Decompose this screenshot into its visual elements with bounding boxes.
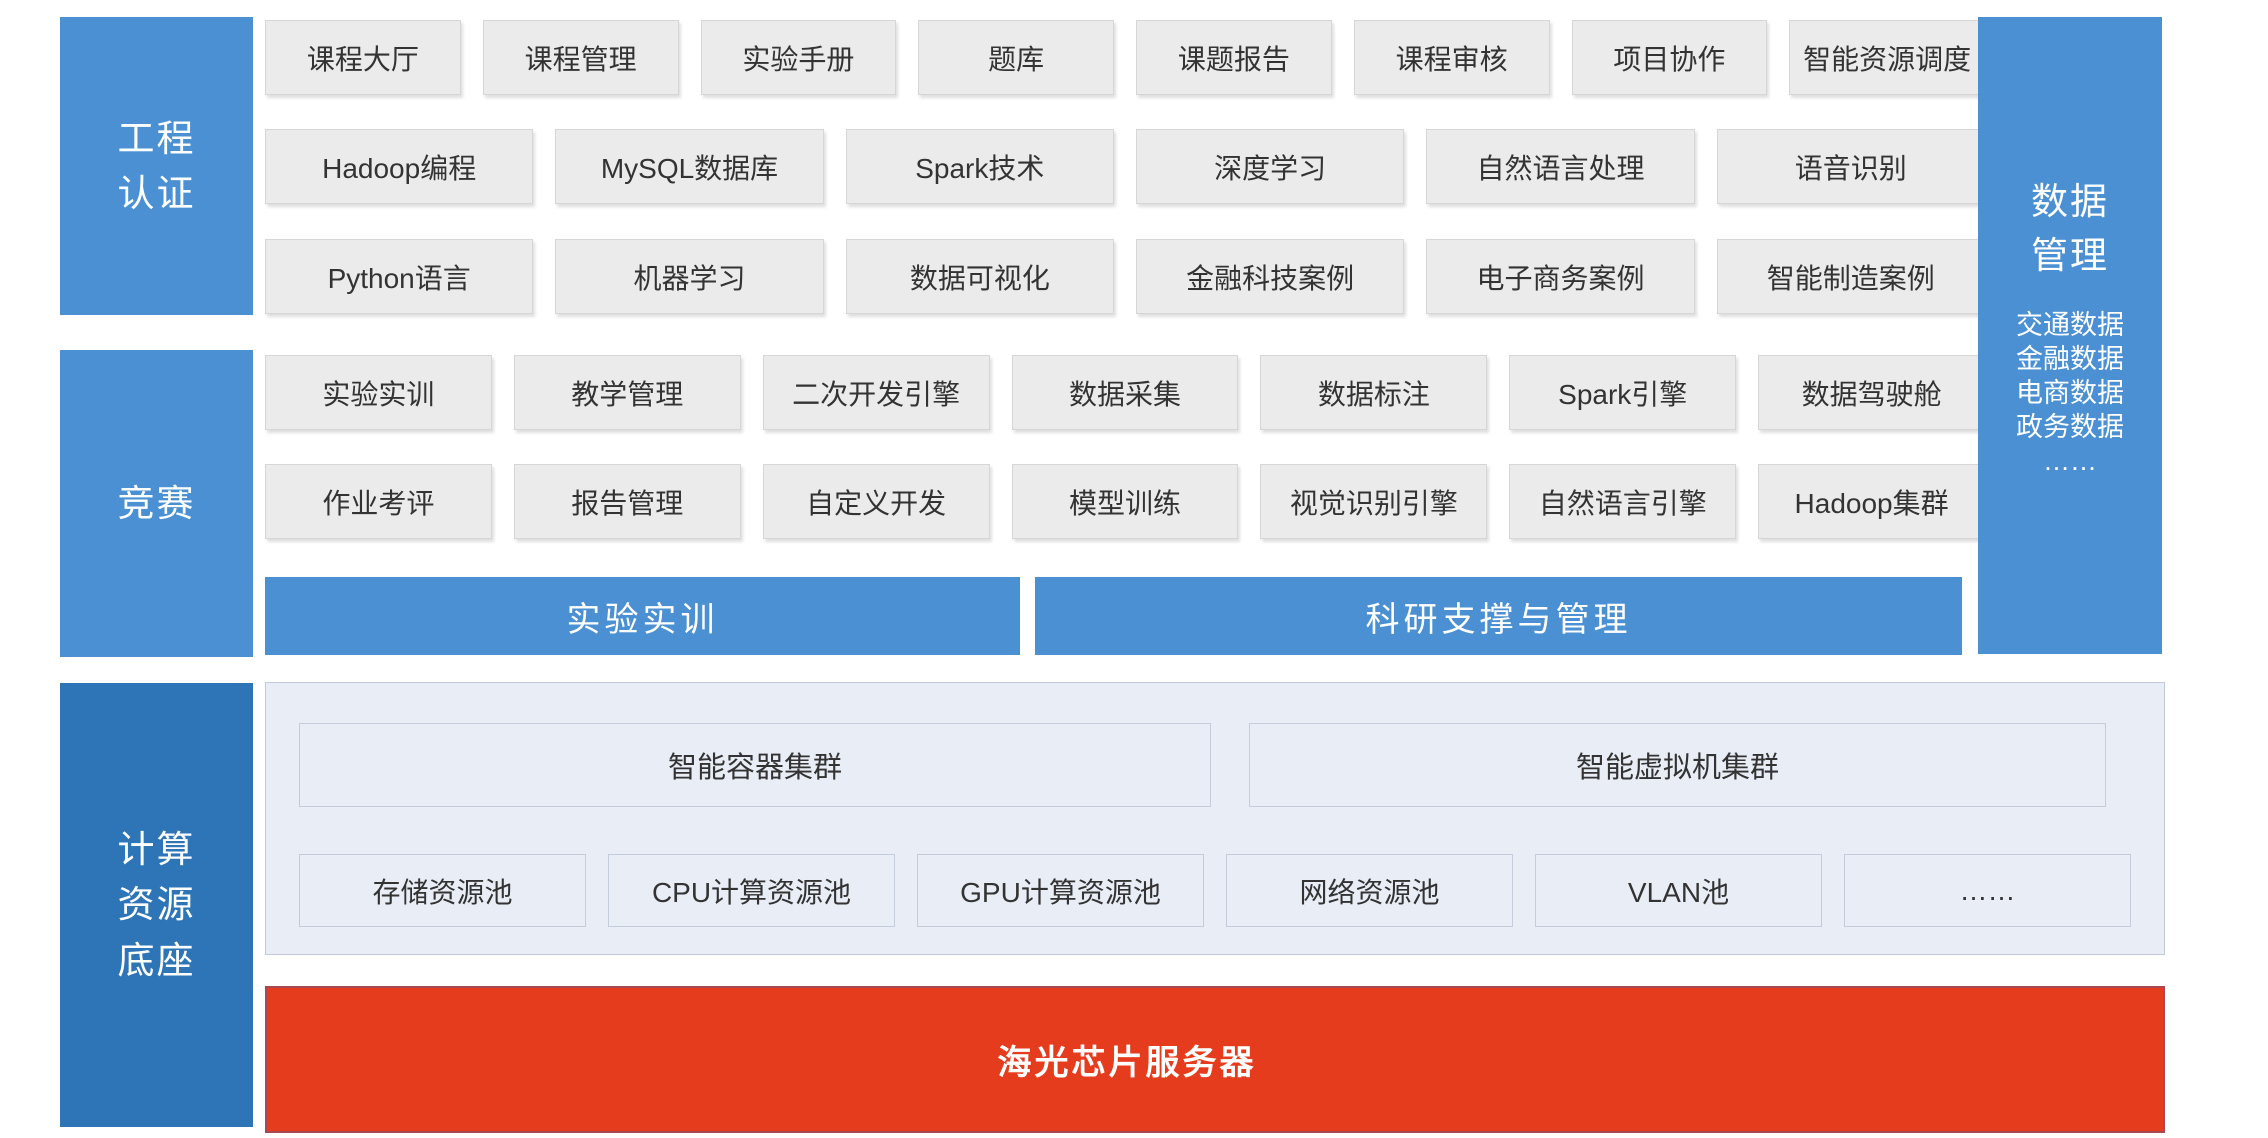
competition-row-1: 实验实训教学管理二次开发引擎数据采集数据标注 Spark引擎数据驾驶舱 <box>265 355 1986 430</box>
compute-resource-panel: 智能容器集群 智能虚拟机集群 存储资源池 CPU计算资源池 GPU计算资源池网络资源… <box>265 682 2165 955</box>
bar-research-support: 科研支撑与管理 <box>1035 577 1962 655</box>
module-box: 题库 <box>918 20 1114 95</box>
resource-pool-box: VLAN池 <box>1535 854 1822 927</box>
resource-pool-box: GPU计算资源池 <box>917 854 1204 927</box>
side-label-competition: 竞赛 <box>60 350 253 657</box>
module-box: 课程审核 <box>1353 20 1550 95</box>
module-box: 视觉识别引擎 <box>1260 464 1488 539</box>
certification-row-1: 课程大厅课程管理实验手册题库课题报告课程审核项目协作智能资源调度 <box>265 20 1985 95</box>
module-box: 作业考评 <box>265 464 492 539</box>
data-type-list: 交通数据金融数据电商数据政务数据…… <box>1978 308 2162 478</box>
module-box: 数据采集 <box>1011 355 1239 430</box>
cluster-row: 智能容器集群 智能虚拟机集群 <box>299 723 2131 807</box>
data-type-item: …… <box>2043 446 2097 477</box>
module-box: Hadoop编程 <box>265 129 534 204</box>
module-box: 教学管理 <box>513 355 741 430</box>
data-type-item: 交通数据 <box>2016 310 2124 341</box>
resource-pool-box: …… <box>1844 854 2131 927</box>
module-box: 金融科技案例 <box>1135 239 1405 314</box>
data-type-item: 电商数据 <box>2016 378 2124 409</box>
module-box: 课程管理 <box>482 20 679 95</box>
container-cluster-box: 智能容器集群 <box>299 723 1211 807</box>
server-bar: 海光芯片服务器 <box>265 986 2165 1133</box>
module-box: 课题报告 <box>1136 20 1332 95</box>
module-box: 课程大厅 <box>265 20 461 95</box>
module-box: 智能资源调度 <box>1789 20 1985 95</box>
module-box: 自定义开发 <box>762 464 990 539</box>
data-type-item: 政务数据 <box>2016 412 2124 443</box>
data-management-title: 数据 管理 <box>2031 181 2109 276</box>
module-box: MySQL数据库 <box>555 129 824 204</box>
module-box: 智能制造案例 <box>1716 239 1985 314</box>
module-box: 实验手册 <box>700 20 897 95</box>
certification-row-3: Python语言机器学习数据可视化金融科技案例电子商务案例智能制造案例 <box>265 239 1985 314</box>
module-box: 实验实训 <box>265 355 492 430</box>
module-box: 深度学习 <box>1135 129 1405 204</box>
resource-pool-box: 网络资源池 <box>1226 854 1513 927</box>
data-type-item: 金融数据 <box>2016 344 2124 375</box>
data-management-column: 数据 管理 交通数据金融数据电商数据政务数据…… <box>1978 17 2162 654</box>
side-label-compute-base: 计算 资源 底座 <box>60 683 253 1127</box>
side-label-engineering-certification: 工程 认证 <box>60 17 253 315</box>
module-box: 数据可视化 <box>845 239 1114 314</box>
resource-pool-row: 存储资源池 CPU计算资源池 GPU计算资源池网络资源池 VLAN池 …… <box>299 854 2131 927</box>
module-box: Python语言 <box>265 239 534 314</box>
certification-row-2: Hadoop编程 MySQL数据库 Spark技术深度学习自然语言处理语音识别 <box>265 129 1985 204</box>
band-bars: 实验实训 科研支撑与管理 <box>265 577 1985 655</box>
resource-pool-box: CPU计算资源池 <box>608 854 895 927</box>
module-box: 项目协作 <box>1571 20 1768 95</box>
module-box: 自然语言处理 <box>1426 129 1695 204</box>
module-box: Spark技术 <box>845 129 1114 204</box>
module-box: 数据驾驶舱 <box>1758 355 1986 430</box>
module-box: 报告管理 <box>513 464 741 539</box>
module-box: 语音识别 <box>1716 129 1985 204</box>
module-box: 机器学习 <box>555 239 824 314</box>
resource-pool-box: 存储资源池 <box>299 854 586 927</box>
module-box: 数据标注 <box>1260 355 1488 430</box>
vm-cluster-box: 智能虚拟机集群 <box>1249 723 2106 807</box>
module-box: 电子商务案例 <box>1426 239 1695 314</box>
module-box: Hadoop集群 <box>1758 464 1986 539</box>
module-box: 二次开发引擎 <box>762 355 990 430</box>
module-box: 模型训练 <box>1011 464 1239 539</box>
bar-lab-training: 实验实训 <box>265 577 1020 655</box>
server-bar-label: 海光芯片服务器 <box>997 1044 1257 1082</box>
module-box: Spark引擎 <box>1509 355 1737 430</box>
competition-row-2: 作业考评报告管理自定义开发模型训练视觉识别引擎自然语言引擎 Hadoop集群 <box>265 464 1986 539</box>
module-box: 自然语言引擎 <box>1509 464 1737 539</box>
